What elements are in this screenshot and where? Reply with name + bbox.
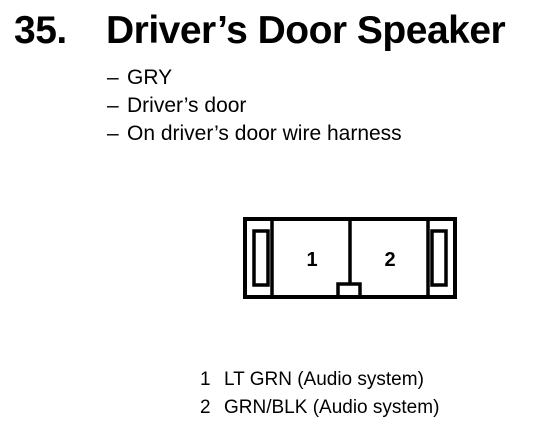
- pinout-list: 1 LT GRN (Audio system) 2 GRN/BLK (Audio s…: [200, 366, 439, 422]
- section-title: Driver’s Door Speaker: [106, 9, 506, 52]
- section-number: 35.: [14, 9, 67, 52]
- terminal-2-label: 2: [384, 249, 395, 271]
- terminal-1-label: 1: [306, 249, 317, 271]
- pinout-item: 2 GRN/BLK (Audio system): [200, 394, 439, 422]
- detail-color: –GRY: [107, 66, 173, 89]
- detail-location: –Driver’s door: [107, 94, 247, 117]
- pinout-item: 1 LT GRN (Audio system): [200, 366, 439, 394]
- connector-details: –GRY –Driver’s door –On driver’s door wi…: [107, 64, 402, 148]
- detail-harness: –On driver’s door wire harness: [107, 122, 402, 145]
- connector-diagram: 1 2: [243, 217, 457, 299]
- pin-number: 1: [200, 369, 211, 390]
- pin-description: GRN/BLK (Audio system): [224, 397, 440, 418]
- terminal-cavity: [270, 217, 430, 299]
- pin-number: 2: [200, 397, 211, 418]
- section-heading: 35. Driver’s Door Speaker: [14, 8, 506, 54]
- left-latch: [252, 229, 270, 287]
- pin-description: LT GRN (Audio system): [224, 369, 424, 390]
- right-latch: [430, 229, 448, 287]
